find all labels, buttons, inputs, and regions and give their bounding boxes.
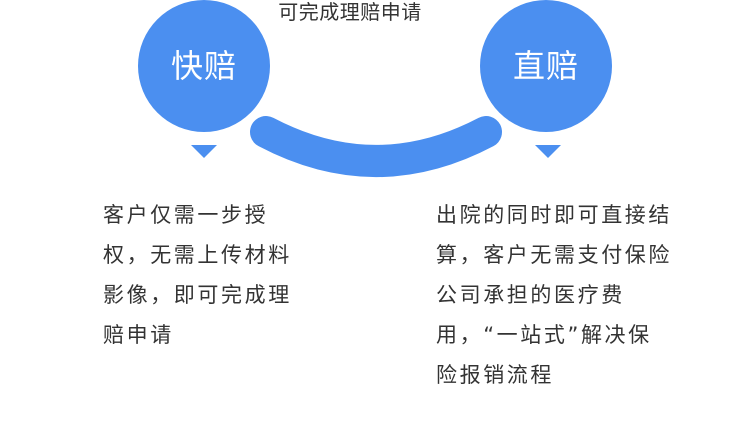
left-pointer-triangle xyxy=(191,145,217,158)
arc-connector xyxy=(250,116,502,177)
direct-claim-title: 直赔 xyxy=(512,47,579,85)
quick-claim-title: 快赔 xyxy=(170,47,237,85)
quick-claim-circle: 快赔 xyxy=(138,0,270,132)
right-pointer-triangle xyxy=(535,145,561,158)
direct-claim-description: 出院的同时即可直接结算，客户无需支付保险公司承担的医疗费用，“一站式”解决保险报… xyxy=(436,203,672,387)
quick-claim-description: 客户仅需一步授权，无需上传材料影像，即可完成理赔申请 xyxy=(103,203,292,347)
direct-claim-circle: 直赔 xyxy=(480,0,612,132)
top-caption: 可完成理赔申请 xyxy=(278,0,422,24)
arc-connector-path xyxy=(250,116,502,177)
